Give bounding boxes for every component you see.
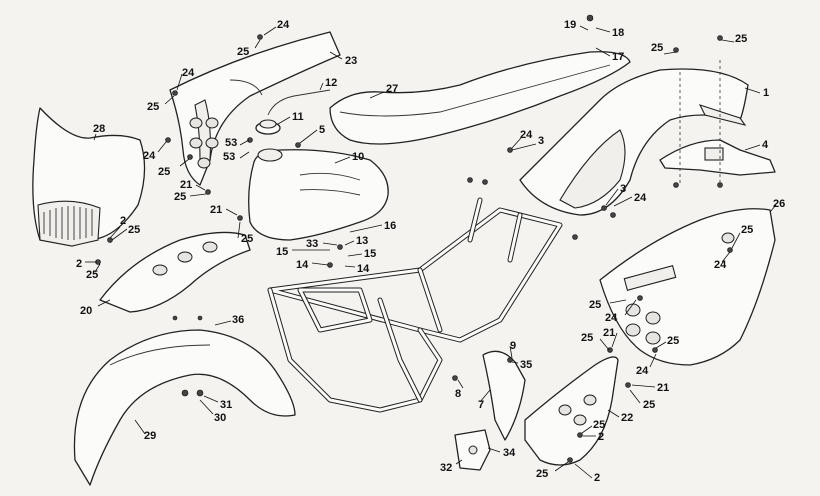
- callout-label: 25: [536, 468, 548, 480]
- callout-label: 24: [143, 150, 156, 162]
- callout-label: 35: [520, 359, 532, 371]
- callout-label: 2: [76, 258, 82, 270]
- right-front-panel-part: [524, 356, 619, 466]
- callout-label: 2: [120, 215, 126, 227]
- callout-label: 25: [147, 101, 159, 113]
- callout-label: 36: [232, 314, 244, 326]
- callout-label: 2: [594, 472, 600, 484]
- callout-label: 23: [345, 55, 357, 67]
- callout-label: 24: [277, 19, 290, 31]
- left-side-panel-part: [169, 31, 341, 186]
- license-bracket-part: [659, 60, 776, 185]
- callout-label: 25: [86, 269, 98, 281]
- left-front-panel-part: [99, 231, 251, 313]
- callout-label: 25: [589, 299, 601, 311]
- callout-label: 14: [296, 259, 309, 271]
- callout-label: 11: [292, 111, 304, 123]
- callout-label: 33: [306, 238, 318, 250]
- callout-label: 10: [352, 151, 364, 163]
- callout-label: 25: [643, 399, 655, 411]
- callout-label: 15: [276, 246, 288, 258]
- callout-label: 27: [386, 83, 398, 95]
- mounting-plate-part: [454, 429, 491, 471]
- callout-label: 28: [93, 123, 105, 135]
- rear-fender-part: [519, 68, 749, 216]
- callout-label: 25: [741, 224, 753, 236]
- callout-label: 25: [241, 233, 253, 245]
- callout-label: 24: [520, 129, 533, 141]
- callout-label: 31: [220, 399, 232, 411]
- callout-label: 25: [237, 46, 249, 58]
- callout-label: 25: [651, 42, 663, 54]
- callout-label: 13: [356, 235, 368, 247]
- callout-label: 22: [621, 412, 633, 424]
- seat-part: [329, 51, 631, 145]
- callout-label: 53: [225, 137, 237, 149]
- callout-label: 8: [455, 388, 461, 400]
- callout-label: 3: [538, 135, 544, 147]
- callout-label: 14: [357, 263, 370, 275]
- callout-label: 25: [174, 191, 186, 203]
- callout-label: 25: [128, 224, 140, 236]
- callout-label: 20: [80, 305, 92, 317]
- callout-label: 30: [214, 412, 226, 424]
- callout-label: 5: [319, 124, 325, 136]
- callout-label: 25: [593, 419, 605, 431]
- breather-hose-part: [267, 89, 331, 116]
- callout-label: 16: [384, 220, 396, 232]
- callout-label: 19: [564, 19, 576, 31]
- callout-label: 9: [510, 340, 516, 352]
- callout-label: 3: [620, 183, 626, 195]
- callout-label: 24: [182, 67, 195, 79]
- filler-cap-part: [255, 119, 281, 135]
- callout-label: 25: [667, 335, 679, 347]
- callout-label: 25: [158, 166, 170, 178]
- callout-label: 18: [612, 27, 624, 39]
- callout-label: 12: [325, 77, 337, 89]
- callout-label: 26: [773, 198, 785, 210]
- callout-label: 1: [763, 87, 769, 99]
- frame-part: [267, 197, 563, 413]
- callout-label: 2: [598, 431, 604, 443]
- headlight-mask-part: [32, 107, 146, 247]
- bolts: [95, 14, 733, 463]
- callout-label: 4: [762, 139, 769, 151]
- callout-label: 15: [364, 248, 376, 260]
- callout-label: 34: [503, 447, 516, 459]
- callout-label: 53: [223, 151, 235, 163]
- chain-guard-part: [482, 350, 526, 441]
- callout-label: 21: [657, 382, 669, 394]
- callout-label: 32: [440, 462, 452, 474]
- callouts: 1 2 2 2 2 3 3 4 5 7 8 9 10 11 12 13 14 1…: [76, 19, 785, 484]
- front-fender-part: [73, 329, 296, 486]
- callout-label: 25: [735, 33, 747, 45]
- callout-label: 7: [478, 399, 484, 411]
- callout-label: 25: [581, 332, 593, 344]
- fuel-tank-part: [248, 148, 389, 241]
- callout-label: 21: [603, 327, 615, 339]
- callout-label: 29: [144, 430, 156, 442]
- callout-label: 24: [714, 259, 727, 271]
- callout-label: 24: [634, 192, 647, 204]
- callout-label: 17: [612, 51, 624, 63]
- callout-label: 24: [605, 312, 618, 324]
- callout-label: 24: [636, 365, 649, 377]
- callout-label: 21: [180, 179, 192, 191]
- callout-label: 21: [210, 204, 222, 216]
